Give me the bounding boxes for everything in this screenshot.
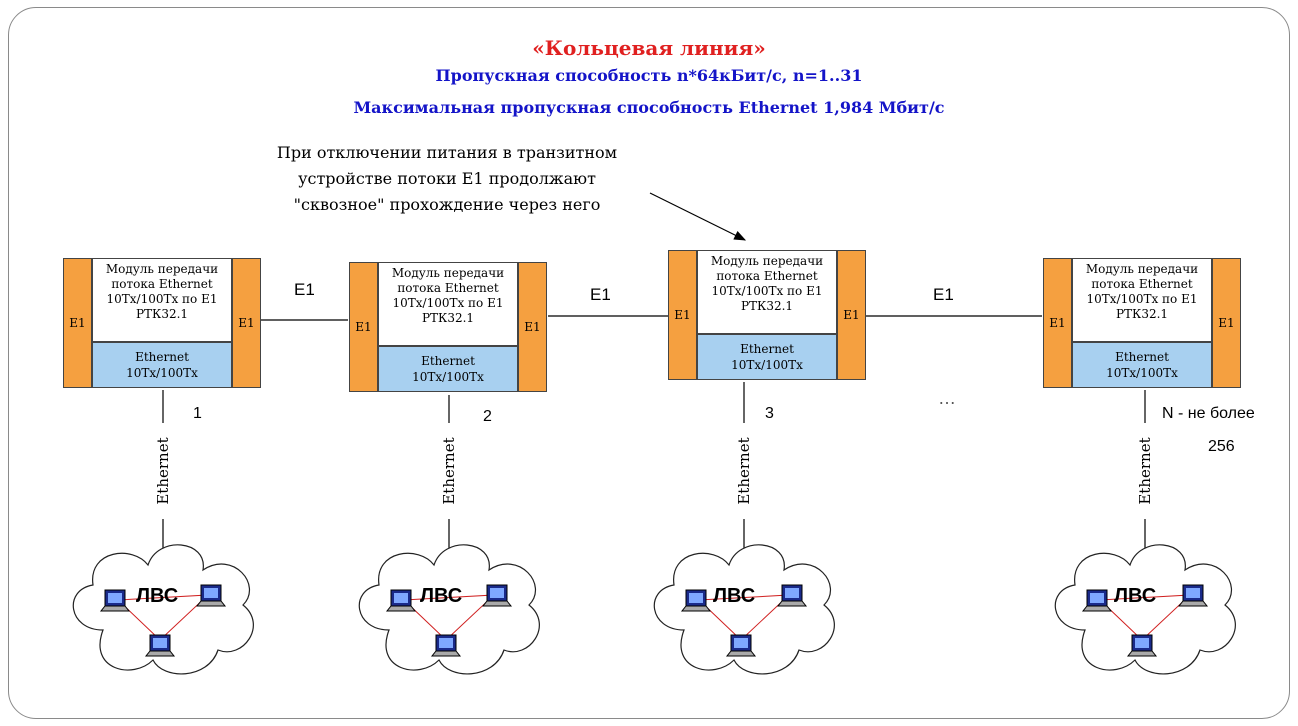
e1-port-right: E1: [1212, 258, 1241, 388]
e1-port-right: E1: [837, 250, 866, 380]
diagram-frame: [8, 7, 1290, 719]
computer-icon: [1081, 589, 1113, 612]
note-line-2: устройстве потоки E1 продолжают: [298, 169, 596, 188]
note-line-3: "сквозное" прохождение через него: [293, 195, 601, 214]
note-line-1: При отключении питания в транзитном: [276, 143, 618, 162]
computer-icon: [725, 634, 757, 657]
e1-port-left: E1: [668, 250, 697, 380]
e1-port-right: E1: [518, 262, 547, 392]
lan-links: [116, 594, 210, 641]
lan-links: [402, 594, 496, 641]
e1-port-left: E1: [63, 258, 92, 388]
computer-icon: [195, 584, 227, 607]
diagram-subtitle-max-bandwidth: Максимальная пропускная способность Ethe…: [353, 98, 945, 117]
diagram-title: «Кольцевая линия»: [532, 36, 766, 60]
e1-port-right: E1: [232, 258, 261, 388]
computer-icon: [776, 584, 808, 607]
lan-label: ЛВС: [713, 585, 756, 607]
device-number-limit: N - не более: [1162, 405, 1255, 422]
note-arrow: [649, 192, 747, 241]
device-number: 1: [193, 405, 202, 422]
lan-cloud: [653, 544, 835, 675]
computer-icon: [385, 589, 417, 612]
diagram-subtitle-bandwidth: Пропускная способность n*64кБит/с, n=1..…: [435, 66, 863, 85]
lan-label: ЛВС: [136, 585, 179, 607]
lan-label: ЛВС: [420, 585, 463, 607]
lan-cloud: [72, 544, 254, 675]
ethernet-link-label: Ethernet: [735, 423, 753, 519]
e1-link-label: E1: [933, 285, 954, 304]
computer-icon: [481, 584, 513, 607]
computer-icon: [430, 634, 462, 657]
e1-link-label: E1: [590, 285, 611, 304]
e1-port-left: E1: [1043, 258, 1072, 388]
lan-links: [697, 594, 791, 641]
ethernet-link-label: Ethernet: [1136, 423, 1154, 519]
computer-icon: [680, 589, 712, 612]
e1-port-left: E1: [349, 262, 378, 392]
ellipsis: …: [938, 388, 956, 408]
power-off-note: При отключении питания в транзитном устр…: [212, 140, 682, 218]
lan-label: ЛВС: [1114, 585, 1157, 607]
ethernet-link-label: Ethernet: [154, 423, 172, 519]
computer-icon: [144, 634, 176, 657]
computer-icon: [1177, 584, 1209, 607]
device-number: 2: [483, 408, 492, 425]
device-number: 3: [765, 405, 774, 422]
computer-icon: [99, 589, 131, 612]
device-number-max: 256: [1208, 438, 1235, 455]
lan-links: [1098, 594, 1192, 641]
computer-icon: [1126, 634, 1158, 657]
lan-cloud: [1054, 544, 1236, 675]
e1-link-label: E1: [294, 280, 315, 299]
ethernet-link-label: Ethernet: [440, 423, 458, 519]
lan-cloud: [358, 544, 540, 675]
